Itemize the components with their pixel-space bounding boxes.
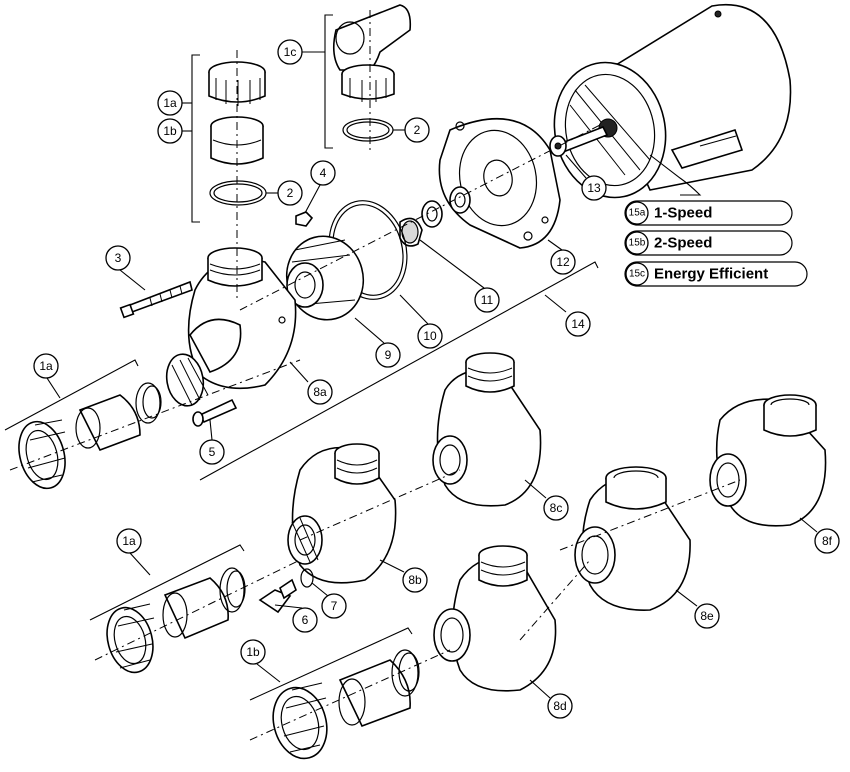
callout-1a-lower: 1a bbox=[116, 528, 142, 554]
nut-4 bbox=[295, 211, 314, 227]
callout-8a: 8a bbox=[307, 379, 333, 405]
svg-text:6: 6 bbox=[302, 613, 309, 627]
impeller bbox=[285, 235, 365, 321]
svg-text:1a: 1a bbox=[122, 534, 136, 548]
callout-13: 13 bbox=[581, 175, 607, 201]
seal-plate bbox=[438, 118, 561, 249]
brackets bbox=[4, 14, 599, 701]
svg-text:11: 11 bbox=[481, 293, 494, 307]
motor-legend: 15a 1-Speed 15b 2-Speed 15c Energy Effic… bbox=[624, 154, 808, 287]
svg-text:1a: 1a bbox=[39, 359, 53, 373]
union-lower-1b bbox=[272, 649, 420, 760]
callout-6: 6 bbox=[292, 607, 318, 633]
callout-1a-top: 1a bbox=[157, 90, 183, 116]
callout-3: 3 bbox=[105, 245, 131, 271]
svg-text:2: 2 bbox=[287, 186, 294, 200]
callout-5: 5 bbox=[199, 439, 225, 465]
volute-8a bbox=[165, 247, 297, 407]
callout-11: 11 bbox=[474, 287, 500, 313]
legend-label-15c: Energy Efficient bbox=[654, 266, 768, 283]
callout-7: 7 bbox=[321, 593, 347, 619]
callout-1b-top: 1b bbox=[157, 118, 183, 144]
elbow-union-1c bbox=[332, 4, 412, 102]
legend-item-15b: 15b 2-Speed bbox=[624, 230, 793, 256]
svg-text:1a: 1a bbox=[163, 96, 177, 110]
callout-8f: 8f bbox=[814, 528, 840, 554]
svg-text:8a: 8a bbox=[313, 385, 327, 399]
shaft-seal-parts bbox=[399, 186, 471, 247]
legend-label-15a: 1-Speed bbox=[654, 205, 712, 222]
legend-code-15b: 15b bbox=[629, 238, 646, 249]
bolt-3 bbox=[119, 280, 193, 319]
svg-text:3: 3 bbox=[115, 251, 122, 265]
union-left bbox=[18, 382, 162, 490]
legend-code-15a: 15a bbox=[629, 208, 646, 219]
svg-text:2: 2 bbox=[414, 123, 421, 137]
svg-text:10: 10 bbox=[423, 329, 437, 343]
callout-1c: 1c bbox=[277, 39, 303, 65]
callout-2-top: 2 bbox=[404, 117, 430, 143]
callout-9: 9 bbox=[375, 342, 401, 368]
svg-text:9: 9 bbox=[385, 348, 392, 362]
callout-8e: 8e bbox=[694, 603, 720, 629]
svg-text:4: 4 bbox=[320, 166, 327, 180]
callout-14: 14 bbox=[565, 311, 591, 337]
motor bbox=[549, 4, 792, 199]
svg-text:7: 7 bbox=[331, 599, 338, 613]
o-ring-1c bbox=[342, 118, 394, 142]
union-lower-1a bbox=[106, 567, 246, 674]
volute-8f bbox=[709, 394, 827, 527]
legend-item-15a: 15a 1-Speed bbox=[624, 200, 793, 226]
svg-text:14: 14 bbox=[571, 317, 585, 331]
svg-text:1b: 1b bbox=[163, 124, 177, 138]
svg-text:12: 12 bbox=[556, 255, 570, 269]
svg-text:8b: 8b bbox=[408, 573, 422, 587]
svg-text:5: 5 bbox=[209, 445, 216, 459]
callout-2-mid: 2 bbox=[277, 180, 303, 206]
svg-text:13: 13 bbox=[587, 181, 601, 195]
svg-text:1c: 1c bbox=[284, 45, 297, 59]
svg-text:1b: 1b bbox=[246, 645, 260, 659]
legend-item-15c: 15c Energy Efficient bbox=[624, 261, 808, 287]
callout-1a-left: 1a bbox=[33, 353, 59, 379]
legend-code-15c: 15c bbox=[629, 269, 645, 280]
callout-4: 4 bbox=[310, 160, 336, 186]
callouts: 1a 1b 1c 2 2 3 4 bbox=[33, 39, 840, 719]
callout-8d: 8d bbox=[547, 693, 573, 719]
drain-plug-6 bbox=[258, 578, 297, 614]
drain-o-ring-7 bbox=[300, 568, 314, 588]
callout-1b-lower: 1b bbox=[240, 639, 266, 665]
callout-8c: 8c bbox=[543, 495, 569, 521]
svg-text:8e: 8e bbox=[700, 609, 714, 623]
assembly-axes bbox=[9, 10, 741, 741]
o-ring-top bbox=[209, 180, 267, 206]
volute-8d bbox=[433, 545, 557, 692]
volute-8e bbox=[574, 466, 691, 611]
svg-text:8f: 8f bbox=[822, 534, 833, 548]
volute-8c bbox=[432, 352, 542, 507]
callout-12: 12 bbox=[550, 249, 576, 275]
callout-8b: 8b bbox=[402, 567, 428, 593]
legend-label-15b: 2-Speed bbox=[654, 235, 712, 252]
bolt-5 bbox=[192, 398, 238, 427]
svg-text:8d: 8d bbox=[553, 699, 566, 713]
callout-10: 10 bbox=[417, 323, 443, 349]
volute-8b bbox=[287, 443, 397, 584]
svg-text:8c: 8c bbox=[550, 501, 563, 515]
